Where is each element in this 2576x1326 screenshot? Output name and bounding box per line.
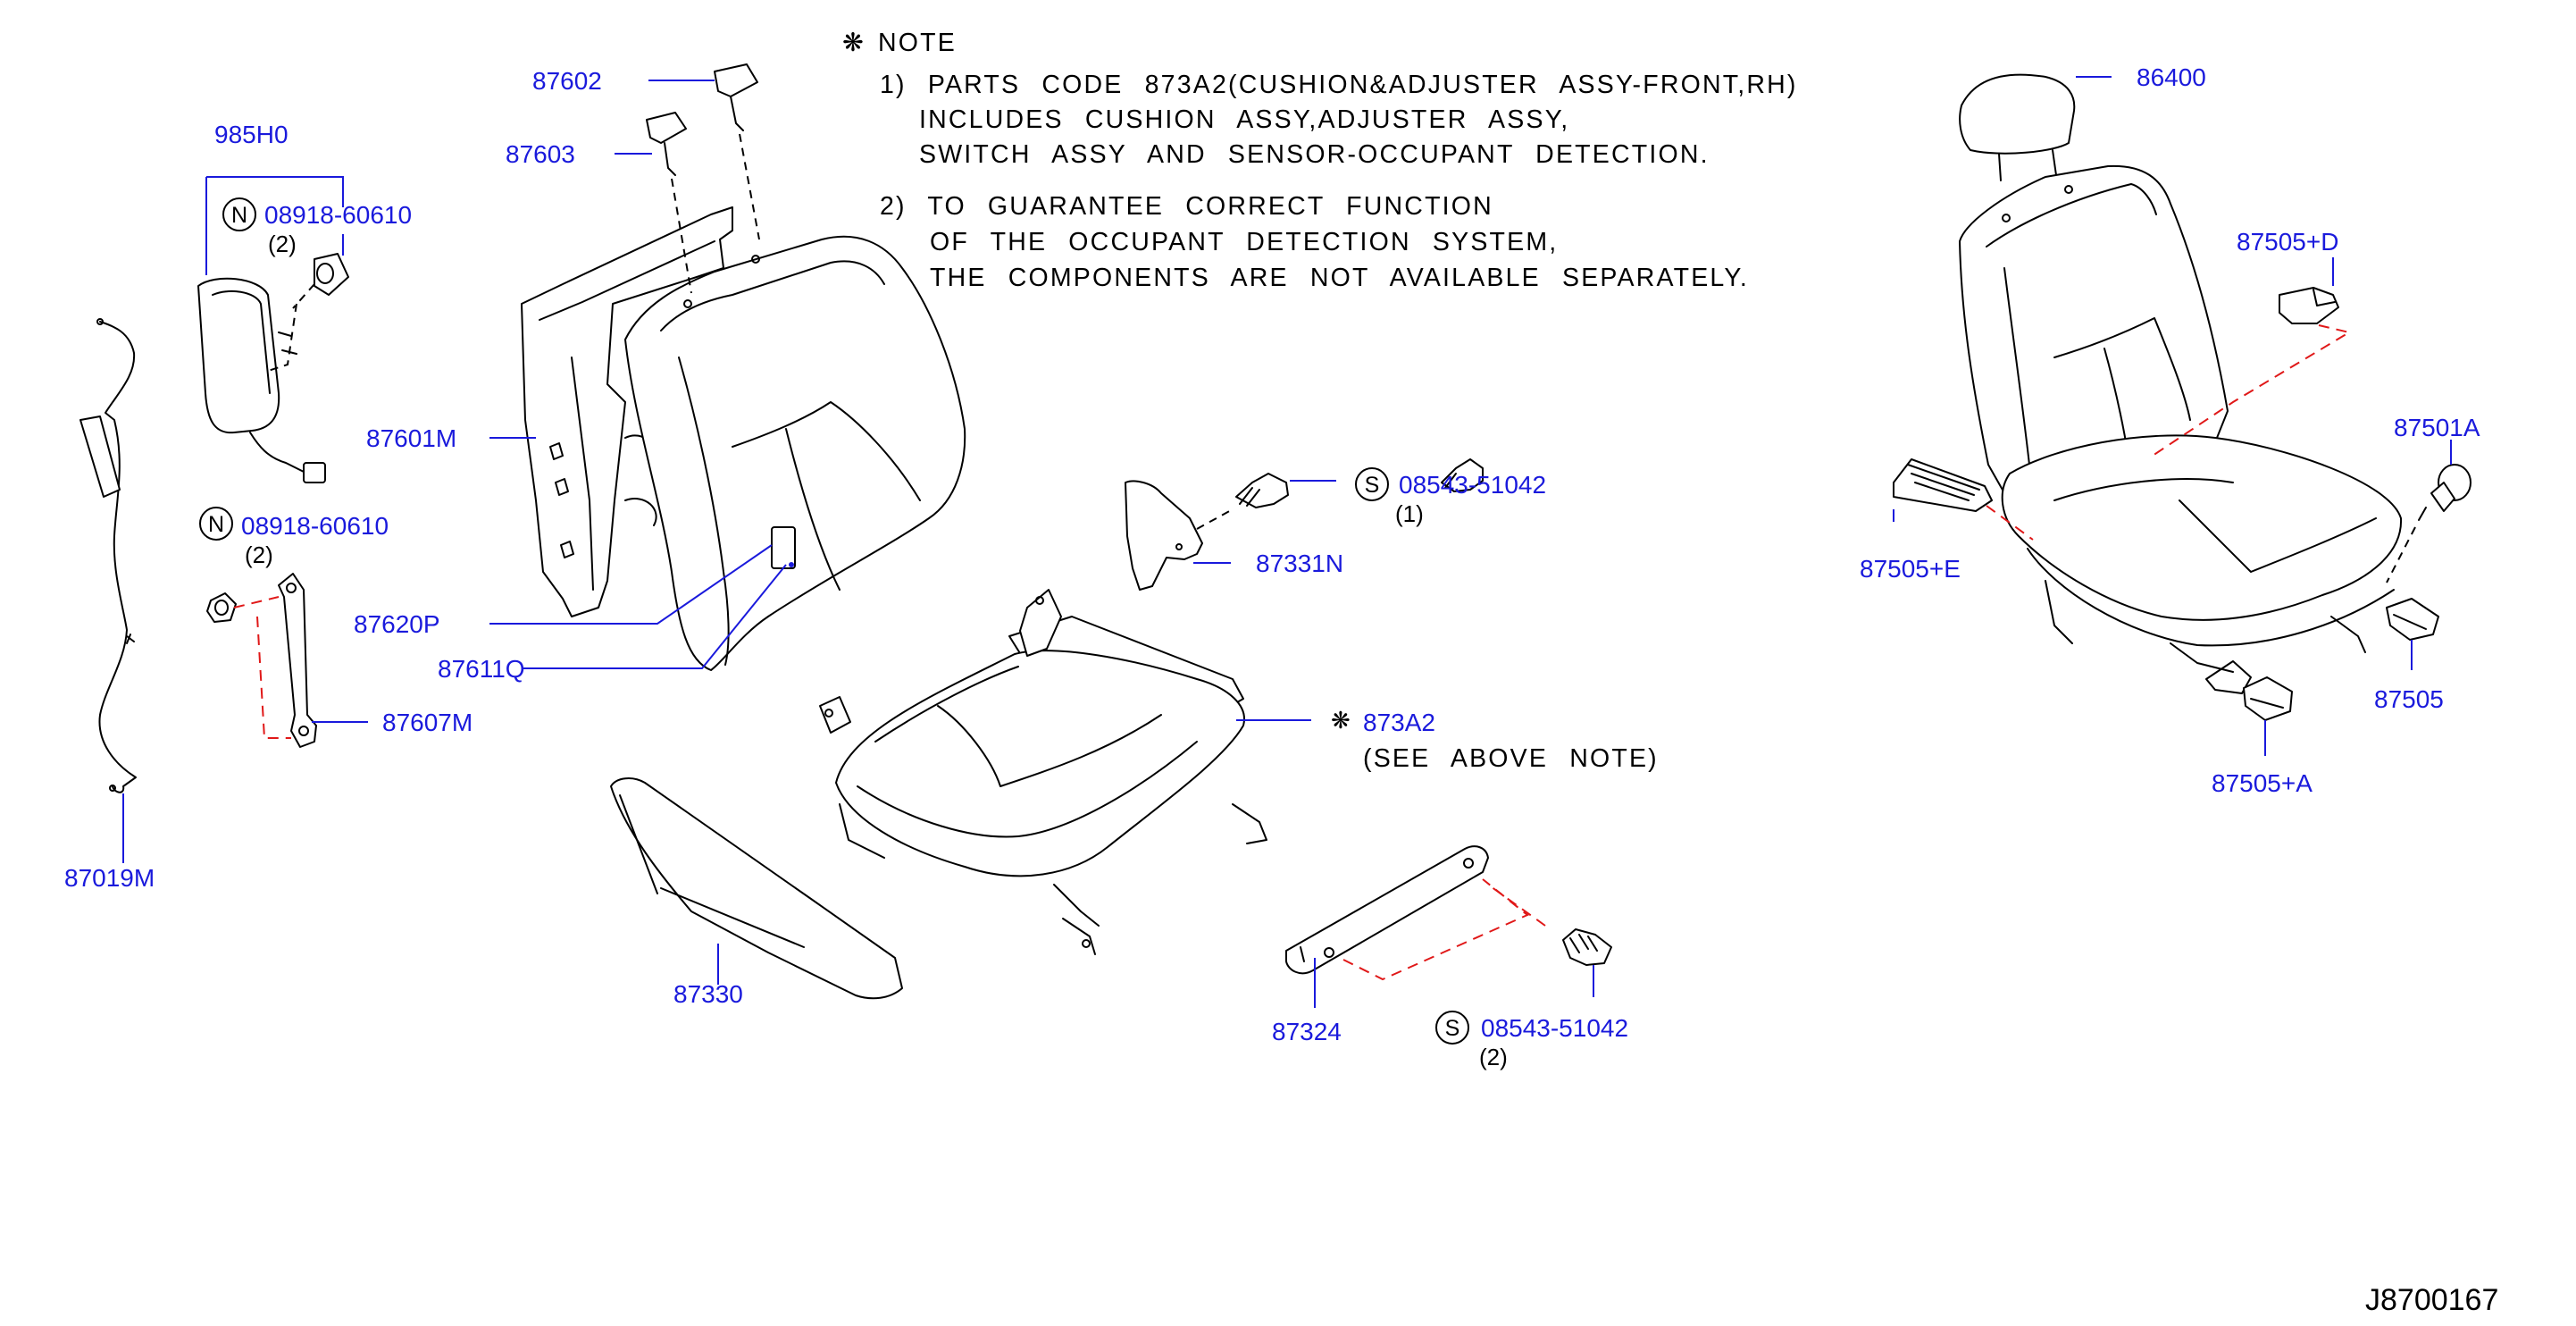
note-line-1: 1) PARTS CODE 873A2(CUSHION&ADJUSTER ASS…	[880, 71, 1798, 99]
label-08543-51042-lower-qty: (2)	[1479, 1044, 1508, 1070]
screw-symbol-circle-lower	[1435, 1011, 1469, 1045]
nut-symbol-upper: N	[231, 203, 247, 228]
label-87501A: 87501A	[2394, 414, 2480, 441]
asterisk-873A2-icon: ❋	[1331, 707, 1351, 734]
note-line-2: INCLUDES CUSHION ASSY,ADJUSTER ASSY,	[919, 105, 1569, 134]
label-08918-60610-lower-qty: (2)	[245, 541, 273, 568]
label-08543-51042-lower: 08543-51042	[1481, 1014, 1628, 1042]
headrest-guides-87602-87603	[646, 63, 760, 294]
screw-08543-upper	[1235, 458, 1484, 508]
label-873A2-note: (SEE ABOVE NOTE)	[1363, 744, 1659, 773]
note-title: NOTE	[878, 29, 957, 57]
label-87331N: 87331N	[1256, 550, 1343, 577]
screw-08543-lower	[1562, 928, 1612, 966]
trim-clip-87505A	[2243, 676, 2293, 721]
assembled-seat	[1959, 73, 2403, 694]
finisher-87331N	[1125, 480, 1234, 591]
label-87607M: 87607M	[382, 709, 473, 736]
label-87505-E: 87505+E	[1860, 555, 1961, 583]
airbag-module-985H0	[197, 277, 326, 483]
figure-code: J8700167	[2365, 1283, 2498, 1317]
trim-clip-87505E	[1893, 458, 2034, 541]
label-87324: 87324	[1272, 1018, 1342, 1045]
note-line-5: OF THE OCCUPANT DETECTION SYSTEM,	[930, 228, 1558, 256]
note-asterisk-icon: ❋	[842, 29, 866, 57]
rail-cover-87324	[1285, 845, 1546, 981]
label-87601M: 87601M	[366, 424, 456, 452]
note-line-6: THE COMPONENTS ARE NOT AVAILABLE SEPARAT…	[930, 264, 1749, 292]
leader-lines	[122, 76, 2452, 1008]
side-cover-87330	[610, 777, 903, 1000]
label-873A2: 873A2	[1363, 709, 1435, 736]
label-87330: 87330	[673, 980, 743, 1008]
label-87602: 87602	[532, 67, 602, 95]
label-08543-51042-upper-qty: (1)	[1395, 500, 1424, 527]
note-line-3: SWITCH ASSY AND SENSOR-OCCUPANT DETECTIO…	[919, 140, 1710, 169]
label-87505-A: 87505+A	[2212, 769, 2313, 797]
label-86400: 86400	[2137, 63, 2206, 91]
label-08918-60610-upper-qty: (2)	[268, 231, 297, 257]
nut-symbol-circle-lower	[199, 507, 233, 541]
label-08543-51042-upper: 08543-51042	[1399, 471, 1546, 499]
label-08918-60610-lower: 08918-60610	[241, 512, 389, 540]
knob-87501A	[2386, 464, 2471, 583]
bracket-87607M	[206, 573, 317, 748]
screw-symbol-circle-upper	[1355, 467, 1389, 501]
part-labels: 985H0 N 08918-60610 (2) N 08918-60610 (2…	[64, 63, 2480, 1070]
label-87019M: 87019M	[64, 864, 155, 892]
trim-clip-87505D	[2152, 287, 2352, 457]
note-block: ❋ NOTE 1) PARTS CODE 873A2(CUSHION&ADJUS…	[842, 29, 1798, 292]
label-87505-D: 87505+D	[2237, 228, 2338, 256]
nut-08918-upper	[267, 253, 349, 372]
screw-symbol-upper: S	[1365, 473, 1380, 498]
label-87505: 87505	[2374, 685, 2444, 713]
label-985H0: 985H0	[214, 121, 289, 148]
label-08918-60610-upper: 08918-60610	[264, 201, 412, 229]
label-87603: 87603	[506, 140, 575, 168]
trim-clip-87505	[2386, 598, 2439, 641]
seat-cushion-873A2	[819, 589, 1267, 955]
nut-symbol-lower: N	[208, 512, 224, 537]
note-line-4: 2) TO GUARANTEE CORRECT FUNCTION	[880, 192, 1493, 221]
nut-symbol-circle-upper	[222, 197, 256, 231]
label-87620P: 87620P	[354, 610, 440, 638]
seatback-cushion	[624, 235, 966, 671]
label-87611Q: 87611Q	[438, 655, 525, 683]
harness-87019M	[79, 318, 137, 793]
screw-symbol-lower: S	[1445, 1016, 1460, 1041]
